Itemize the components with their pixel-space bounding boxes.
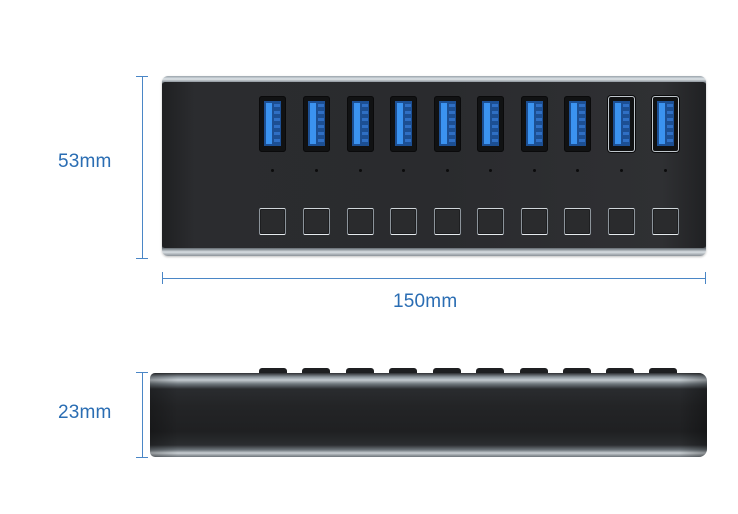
usb-port-tongue: [657, 101, 674, 146]
usb-port-1: [259, 96, 286, 152]
led-indicator-9: [620, 169, 623, 172]
button-nub-5: [433, 368, 461, 374]
port-power-button-1: [259, 208, 286, 235]
hub-side-view: [150, 373, 707, 457]
usb-port-4: [390, 96, 417, 152]
usb-port-tongue: [352, 101, 369, 146]
led-indicator-6: [489, 169, 492, 172]
port-power-button-8: [564, 208, 591, 235]
port-power-button-4: [390, 208, 417, 235]
port-power-button-7: [521, 208, 548, 235]
led-indicator-5: [446, 169, 449, 172]
usb-port-3: [347, 96, 374, 152]
button-nub-8: [563, 368, 591, 374]
button-nub-6: [476, 368, 504, 374]
usb-port-tongue: [308, 101, 325, 146]
usb-port-7: [521, 96, 548, 152]
port-power-button-2: [303, 208, 330, 235]
hub-top-view: [162, 76, 706, 256]
led-indicator-2: [315, 169, 318, 172]
usb-port-tongue: [482, 101, 499, 146]
port-power-button-5: [434, 208, 461, 235]
usb-port-tongue: [439, 101, 456, 146]
thickness-dimension-label: 23mm: [58, 402, 112, 423]
button-nub-4: [389, 368, 417, 374]
usb-port-10: [652, 96, 679, 152]
port-power-button-6: [477, 208, 504, 235]
dim-23-tick-bottom: [136, 457, 148, 458]
usb-port-2: [303, 96, 330, 152]
led-indicator-8: [576, 169, 579, 172]
usb-port-tongue: [264, 101, 281, 146]
height-dimension-label: 53mm: [58, 151, 112, 172]
port-power-button-3: [347, 208, 374, 235]
port-power-button-9: [608, 208, 635, 235]
button-nub-2: [302, 368, 330, 374]
dim-53-tick-bottom: [136, 258, 148, 259]
led-indicator-7: [533, 169, 536, 172]
button-nub-7: [520, 368, 548, 374]
usb-port-tongue: [569, 101, 586, 146]
led-indicator-3: [359, 169, 362, 172]
usb-port-tongue: [613, 101, 630, 146]
dim-53-line: [142, 76, 143, 258]
led-indicator-4: [402, 169, 405, 172]
usb-port-6: [477, 96, 504, 152]
usb-port-tongue: [526, 101, 543, 146]
dim-23-line: [142, 372, 143, 458]
dim-150-tick-right: [705, 272, 706, 284]
led-indicator-1: [271, 169, 274, 172]
button-nub-10: [649, 368, 677, 374]
button-nub-3: [346, 368, 374, 374]
dim-150-line: [162, 278, 706, 279]
usb-port-5: [434, 96, 461, 152]
width-dimension-label: 150mm: [393, 291, 458, 312]
port-power-button-10: [652, 208, 679, 235]
button-nub-1: [259, 368, 287, 374]
usb-port-9: [608, 96, 635, 152]
usb-port-tongue: [395, 101, 412, 146]
usb-port-8: [564, 96, 591, 152]
led-indicator-10: [664, 169, 667, 172]
button-nub-9: [606, 368, 634, 374]
